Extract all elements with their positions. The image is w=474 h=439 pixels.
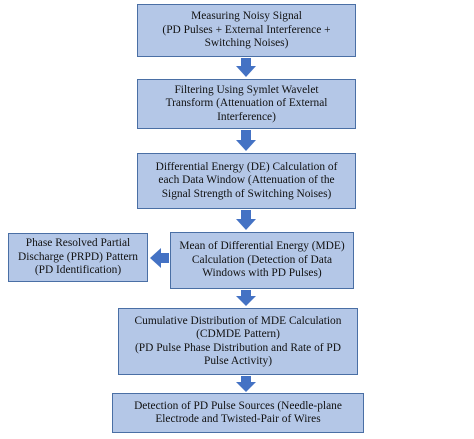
down-arrow-icon <box>236 58 256 77</box>
flow-box-cdmde-pattern: Cumulative Distribution of MDE Calculati… <box>118 308 358 375</box>
flow-box-measuring-noisy-signal: Measuring Noisy Signal (PD Pulses + Exte… <box>137 4 356 57</box>
box-text-line: (PD Identification) <box>34 264 122 277</box>
box-text-line: Differential Energy (DE) Calculation of <box>155 160 338 173</box>
left-arrow-icon <box>150 248 169 268</box>
box-text-line: Cumulative Distribution of MDE Calculati… <box>134 314 342 327</box>
box-text-line: Signal Strength of Switching Noises) <box>161 187 332 200</box>
box-text-line: Discharge (PRPD) Pattern <box>17 250 138 263</box>
box-text-line: Transform (Attenuation of External <box>165 97 328 110</box>
box-text-line: Windows with PD Pulses) <box>202 267 322 280</box>
box-text-line: (PD Pulse Phase Distribution and Rate of… <box>135 341 341 354</box>
flow-box-prpd-pattern: Phase Resolved Partial Discharge (PRPD) … <box>8 233 148 282</box>
box-text-line: Detection of PD Pulse Sources (Needle-pl… <box>134 399 342 412</box>
box-text-line: Filtering Using Symlet Wavelet <box>174 83 319 96</box>
box-text-line: (PD Pulses + External Interference + <box>162 23 331 36</box>
box-text-line: Measuring Noisy Signal <box>191 10 302 23</box>
box-text-line: Phase Resolved Partial <box>25 237 131 250</box>
down-arrow-icon <box>236 210 256 230</box>
down-arrow-icon <box>236 290 256 306</box>
flow-box-pd-pulse-sources: Detection of PD Pulse Sources (Needle-pl… <box>112 393 364 433</box>
box-text-line: Mean of Differential Energy (MDE) <box>179 240 345 253</box>
box-text-line: Interference) <box>217 110 276 123</box>
flow-box-filtering-symlet-wavelet: Filtering Using Symlet Wavelet Transform… <box>137 79 356 129</box>
flow-box-differential-energy-calculation: Differential Energy (DE) Calculation of … <box>137 153 356 209</box>
down-arrow-icon <box>236 376 256 392</box>
box-text-line: Electrode and Twisted-Pair of Wires <box>155 413 321 425</box>
box-text-line: Calculation (Detection of Data <box>191 253 333 266</box>
box-text-line: (CDMDE Pattern) <box>196 328 280 340</box>
flow-box-mean-differential-energy: Mean of Differential Energy (MDE) Calcul… <box>170 232 354 289</box>
box-text-line: Switching Noises) <box>204 37 289 50</box>
down-arrow-icon <box>236 130 256 151</box>
box-text-line: each Data Window (Attenuation of the <box>158 174 335 187</box>
box-text-line: Pulse Activity) <box>203 355 273 367</box>
